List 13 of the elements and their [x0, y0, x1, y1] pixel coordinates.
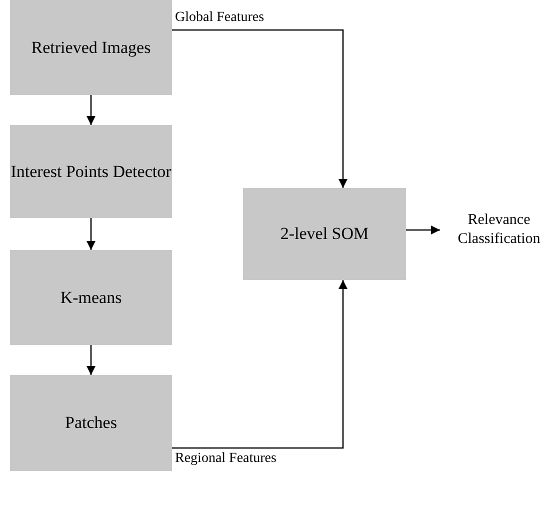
process-box: 2-level SOM: [243, 188, 406, 280]
edge-label: Regional Features: [175, 451, 276, 466]
arrow: [86, 345, 96, 375]
arrow: [86, 95, 96, 125]
arrow: [172, 280, 348, 449]
process-box: Patches: [10, 375, 172, 471]
arrow: [406, 226, 440, 234]
process-box: Retrieved Images: [10, 0, 172, 95]
process-box: K-means: [10, 250, 172, 345]
arrow: [86, 218, 96, 250]
output-text: Relevance Classification: [440, 208, 558, 252]
process-box: Interest Points Detector: [10, 125, 172, 218]
arrow: [172, 29, 348, 188]
